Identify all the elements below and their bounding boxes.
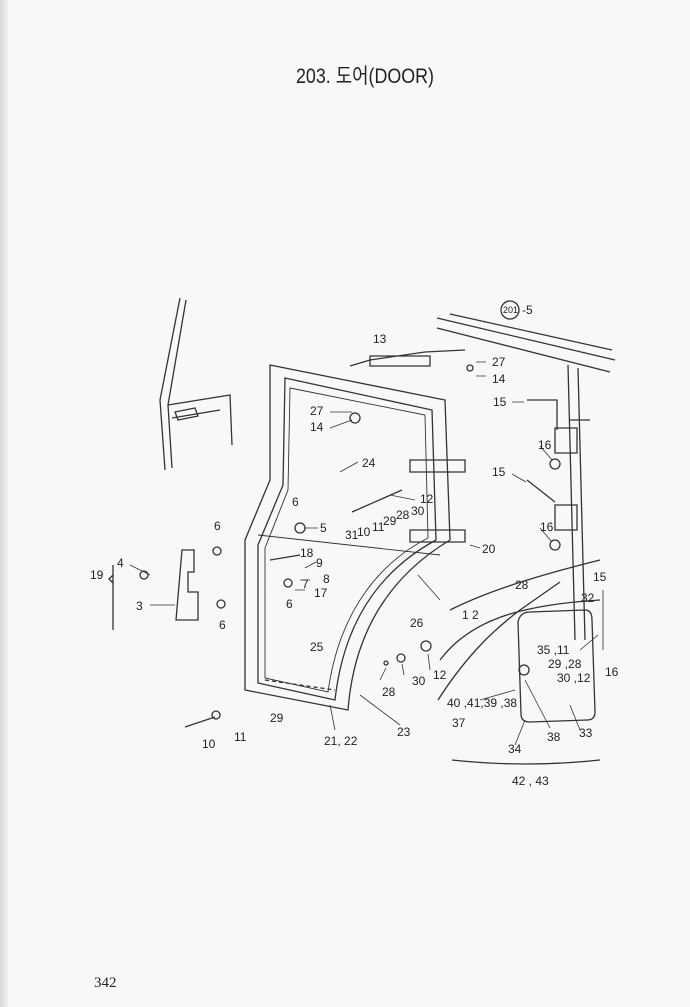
callout-29: 29 bbox=[383, 514, 397, 528]
reference-circle-number: 201 bbox=[503, 305, 519, 315]
callout-33: 33 bbox=[579, 726, 593, 740]
callout-14: 14 bbox=[310, 420, 324, 434]
callout-5: 5 bbox=[320, 521, 327, 535]
callout-15: 15 bbox=[593, 570, 607, 584]
callout-31: 31 bbox=[345, 528, 359, 542]
callout-1-2: 1 2 bbox=[462, 608, 479, 622]
scan-edge bbox=[0, 0, 8, 1007]
callout-11: 11 bbox=[234, 730, 247, 744]
callout-24: 24 bbox=[362, 456, 376, 470]
callout-16: 16 bbox=[538, 438, 552, 452]
callout-6: 6 bbox=[214, 519, 221, 533]
page-number: 342 bbox=[94, 975, 117, 991]
callout-27: 27 bbox=[492, 355, 506, 369]
callout-10: 10 bbox=[202, 737, 216, 751]
callout-14: 14 bbox=[492, 372, 506, 386]
callout-7: 7 bbox=[302, 577, 309, 591]
cab-frame-right bbox=[436, 313, 616, 661]
callout-21-22: 21, 22 bbox=[324, 734, 358, 748]
callout-6: 6 bbox=[286, 597, 293, 611]
callout-23: 23 bbox=[397, 725, 411, 739]
callout-30: 30 bbox=[411, 504, 425, 518]
callout-29: 29 bbox=[270, 711, 284, 725]
callout-25: 25 bbox=[310, 640, 324, 654]
callout-10: 10 bbox=[357, 525, 371, 539]
callout-19: 19 bbox=[90, 568, 104, 582]
leader-lines bbox=[129, 361, 604, 746]
door-handle bbox=[175, 549, 199, 621]
access-panel bbox=[437, 581, 601, 765]
callout-35-11: 35 ,11 bbox=[537, 643, 570, 657]
fastener-parts bbox=[139, 364, 561, 728]
callout-17: 17 bbox=[314, 586, 328, 600]
callout-34: 34 bbox=[508, 742, 522, 756]
callout-29-28: 29 ,28 bbox=[548, 657, 582, 671]
gas-damper bbox=[349, 349, 466, 367]
hinges bbox=[409, 399, 578, 543]
callout-15: 15 bbox=[492, 465, 506, 479]
callout-28: 28 bbox=[382, 685, 396, 699]
reference-suffix: -5 bbox=[522, 303, 533, 317]
callout-42-43: 42 , 43 bbox=[512, 774, 549, 788]
callout-12: 12 bbox=[433, 668, 447, 682]
callout-13: 13 bbox=[373, 332, 387, 346]
cab-frame-left bbox=[159, 297, 233, 471]
callout-26: 26 bbox=[410, 616, 424, 630]
group-bracket bbox=[108, 565, 114, 630]
callout-32: 32 bbox=[581, 591, 595, 605]
callout-18: 18 bbox=[300, 546, 314, 560]
callout-6: 6 bbox=[219, 618, 226, 632]
callout-28: 28 bbox=[515, 578, 529, 592]
callout-37: 37 bbox=[452, 716, 466, 730]
callout-30: 30 bbox=[412, 674, 426, 688]
callout-8: 8 bbox=[323, 572, 330, 586]
reference-circle bbox=[500, 300, 520, 320]
callout-4: 4 bbox=[117, 556, 124, 570]
callout-38: 38 bbox=[547, 730, 561, 744]
callout-40-41-39-38: 40 ,41,39 ,38 bbox=[447, 696, 518, 710]
page-title: 203. 도어(DOOR) bbox=[296, 65, 434, 88]
callout-12: 12 bbox=[420, 492, 434, 506]
callout-20: 20 bbox=[482, 542, 496, 556]
callout-16: 16 bbox=[540, 520, 554, 534]
callout-15: 15 bbox=[493, 395, 507, 409]
callout-30-12: 30 ,12 bbox=[557, 671, 591, 685]
callout-11: 11 bbox=[372, 520, 385, 534]
callout-3: 3 bbox=[136, 599, 143, 613]
callout-16: 16 bbox=[605, 665, 619, 679]
callout-27: 27 bbox=[310, 404, 324, 418]
door-frame bbox=[244, 364, 451, 711]
callout-28: 28 bbox=[396, 508, 410, 522]
callout-6: 6 bbox=[292, 495, 299, 509]
callout-9: 9 bbox=[316, 556, 323, 570]
